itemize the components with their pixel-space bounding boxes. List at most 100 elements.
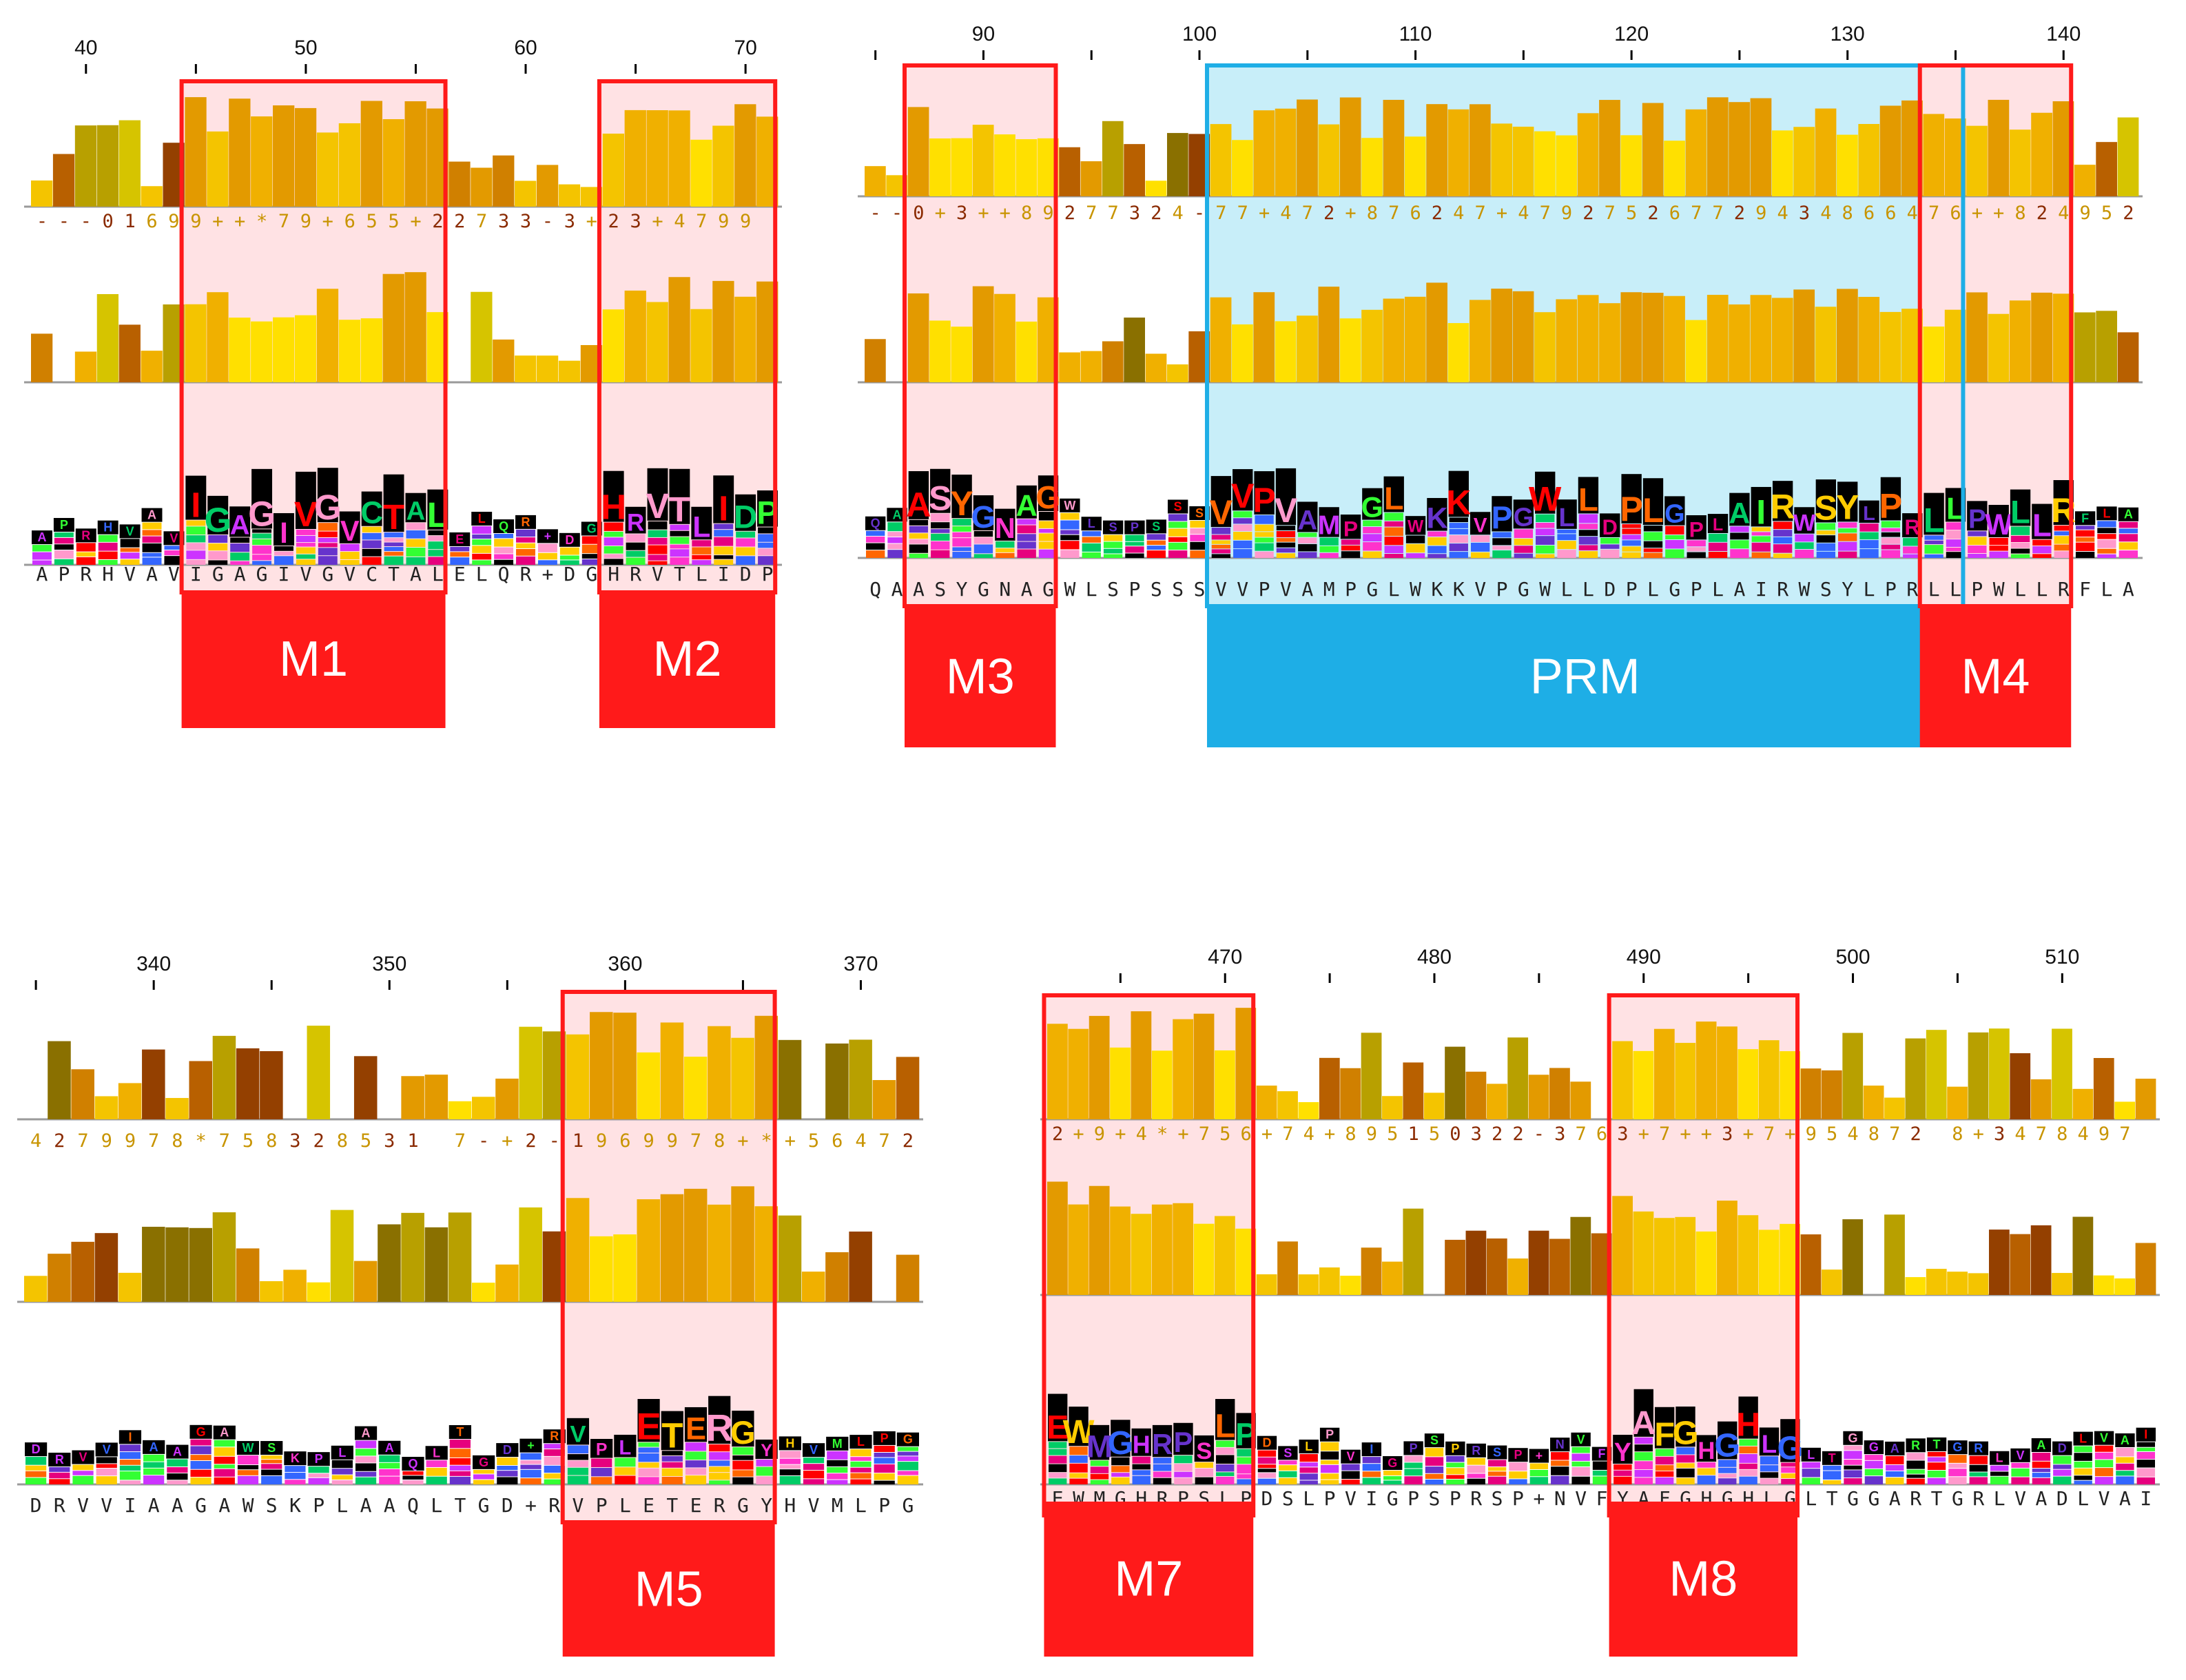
conservation-bar xyxy=(708,1204,731,1302)
conservation-bar xyxy=(260,1051,283,1119)
conservation-bar xyxy=(1277,1241,1298,1295)
logo-stripe xyxy=(626,550,646,557)
sequence-residue: V xyxy=(2014,1487,2026,1510)
sequence-residue: P xyxy=(1345,578,1357,601)
logo-stripe xyxy=(1927,1477,1946,1484)
logo-stripe xyxy=(285,1473,306,1480)
logo-stripe xyxy=(779,1469,801,1475)
logo-stripe xyxy=(1864,1469,1884,1476)
logo-letter: P xyxy=(1492,499,1513,535)
conservation-digit: 5 xyxy=(366,211,377,232)
logo-stripe xyxy=(850,1449,872,1457)
logo-stripe xyxy=(308,1466,329,1473)
conservation-bar xyxy=(690,139,712,207)
logo-stripe xyxy=(428,550,448,557)
logo-stripe xyxy=(1132,1464,1151,1470)
logo-block xyxy=(141,508,163,522)
logo-stripe xyxy=(887,550,907,558)
logo-stripe xyxy=(54,544,74,550)
logo-stripe xyxy=(692,554,712,560)
sequence-residue: P xyxy=(1885,578,1897,601)
logo-block xyxy=(473,1455,495,1469)
logo-stripe xyxy=(2118,521,2138,528)
logo-stripe xyxy=(1125,535,1144,541)
logo-stripe xyxy=(1319,552,1339,558)
logo-stripe xyxy=(1708,551,1728,558)
logo-stripe xyxy=(1233,511,1252,518)
conservation-digit: 6 xyxy=(619,1130,630,1152)
logo-stripe xyxy=(1730,526,1749,532)
logo-stripe xyxy=(406,530,426,539)
conservation-bar xyxy=(1102,341,1124,382)
sequence-residue: R xyxy=(520,563,532,585)
logo-block xyxy=(1487,1445,1507,1460)
conservation-digit: + xyxy=(978,203,989,224)
conservation-bar xyxy=(1319,1057,1340,1119)
conservation-digit: 9 xyxy=(1366,1123,1377,1145)
axis-tick-label: 60 xyxy=(514,37,537,59)
sequence-residue: W xyxy=(243,1494,254,1517)
logo-letter: Q xyxy=(408,1457,417,1471)
logo-block xyxy=(519,1438,542,1453)
logo-block xyxy=(425,1446,448,1460)
logo-stripe xyxy=(2010,543,2030,548)
logo-stripe xyxy=(497,1458,518,1465)
logo-stripe xyxy=(1571,1461,1590,1466)
logo-letter: E xyxy=(1046,1409,1069,1446)
sequence-residue: R xyxy=(548,1494,560,1517)
logo-stripe xyxy=(1968,546,1987,553)
logo-block xyxy=(1275,468,1297,526)
conservation-bar xyxy=(849,1039,872,1119)
conservation-bar xyxy=(1068,1204,1089,1295)
conservation-bar xyxy=(1361,138,1383,196)
conservation-bar xyxy=(1193,1013,1215,1119)
logo-stripe xyxy=(952,538,971,547)
logo-stripe xyxy=(472,560,492,565)
conservation-bar xyxy=(1664,295,1685,382)
logo-stripe xyxy=(54,550,74,559)
logo-stripe xyxy=(931,513,950,522)
sequence-residue: T xyxy=(1931,1487,1943,1510)
logo-stripe xyxy=(827,1451,848,1460)
logo-stripe xyxy=(1082,552,1101,558)
conservation-digit: 1 xyxy=(124,211,135,232)
logo-block xyxy=(1508,1448,1528,1462)
logo-letter: D xyxy=(734,499,757,536)
logo-letter: L xyxy=(2079,1432,2087,1446)
logo-letter: A xyxy=(220,1426,229,1440)
conservation-digit: 3 xyxy=(1129,203,1140,224)
conservation-digit: + xyxy=(212,211,223,232)
motif-label-block-m8 xyxy=(1609,1502,1798,1657)
sequence-residue: P xyxy=(762,563,774,585)
conservation-digit: 2 xyxy=(2037,203,2048,224)
conservation-digit: 2 xyxy=(1064,203,1075,224)
conservation-bar xyxy=(1599,303,1620,382)
conservation-digit: 9 xyxy=(643,1130,654,1152)
logo-stripe xyxy=(1613,1464,1632,1470)
logo-stripe xyxy=(887,522,907,532)
logo-block xyxy=(1729,492,1750,526)
logo-letter: G xyxy=(248,494,276,533)
conservation-digit: - xyxy=(542,211,553,232)
logo-stripe xyxy=(1886,1471,1904,1477)
conservation-digit: + xyxy=(1972,203,1983,224)
logo-letter: W xyxy=(1064,499,1075,512)
conservation-digit: 9 xyxy=(1094,1123,1105,1145)
logo-stripe xyxy=(355,1463,377,1471)
logo-letter: S xyxy=(929,479,951,518)
logo-stripe xyxy=(406,523,426,530)
conservation-bar xyxy=(624,290,646,382)
logo-stripe xyxy=(1082,537,1101,543)
logo-block xyxy=(802,1443,825,1458)
logo-stripe xyxy=(1257,1450,1277,1457)
sequence-residue: S xyxy=(1151,578,1162,601)
logo-block xyxy=(1989,1451,2010,1465)
logo-stripe xyxy=(931,529,950,533)
conservation-bar xyxy=(1800,1234,1822,1295)
logo-stripe xyxy=(670,537,690,544)
logo-stripe xyxy=(32,552,52,560)
logo-stripe xyxy=(1557,541,1576,550)
conservation-bar xyxy=(2072,1088,2094,1119)
conservation-bar xyxy=(1599,100,1620,196)
logo-letter: Y xyxy=(1614,1438,1631,1467)
